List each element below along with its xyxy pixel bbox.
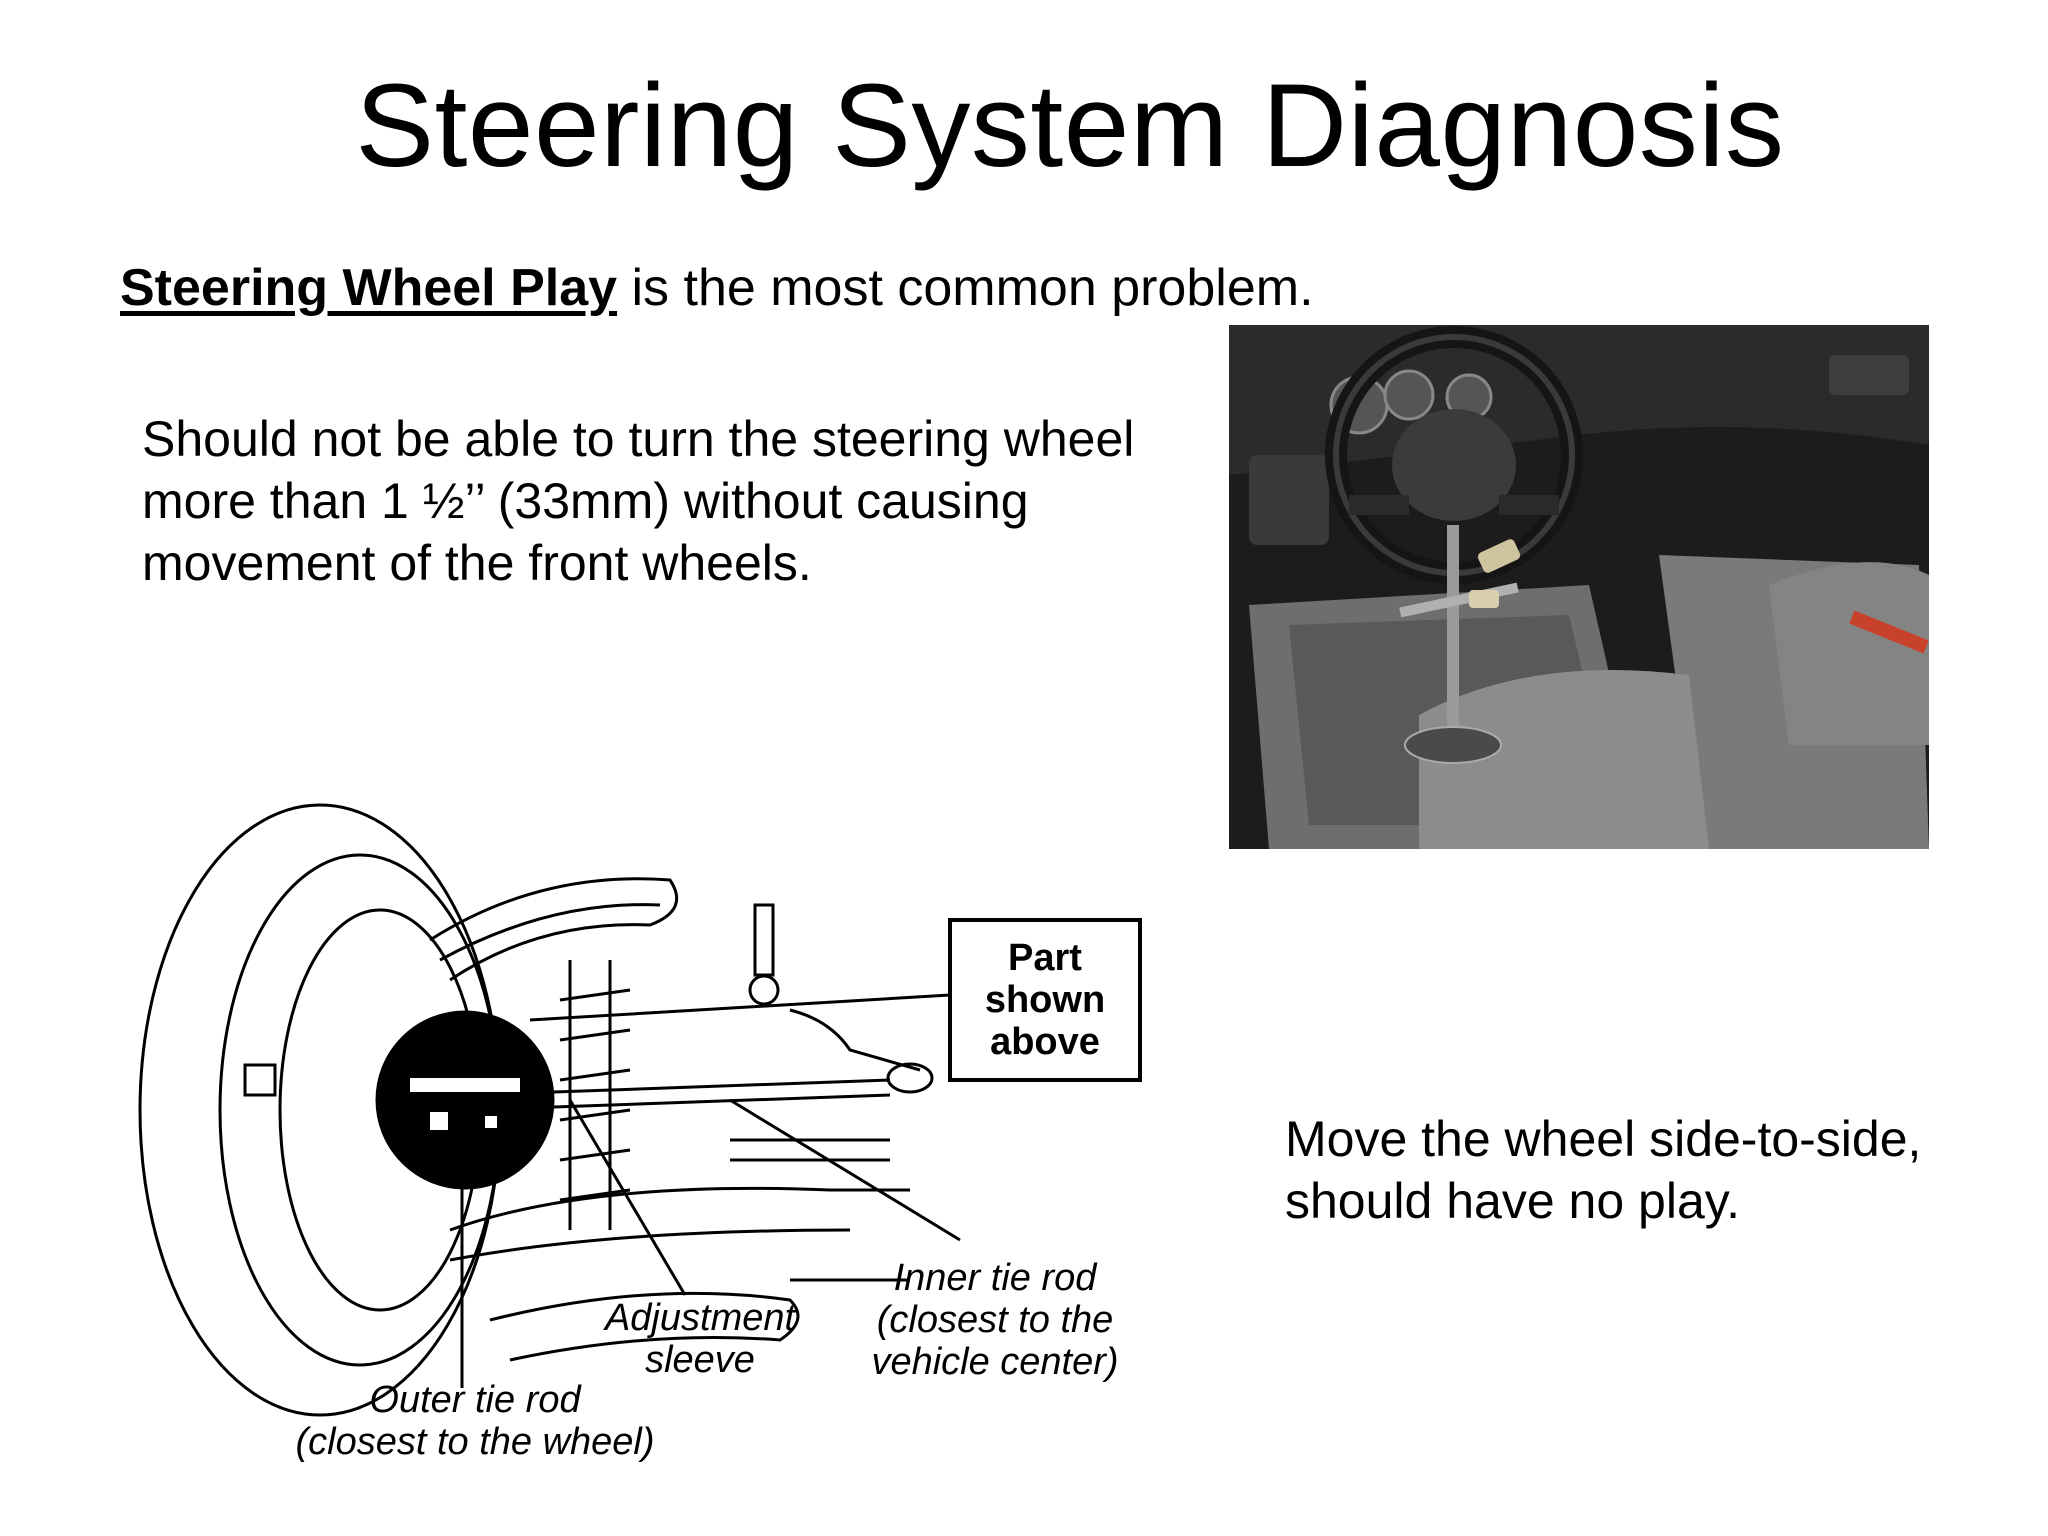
subtitle-term: Steering Wheel Play	[120, 259, 618, 317]
inner-tie-rod-label: vehicle center)	[871, 1341, 1118, 1383]
subtitle-rest: is the most common problem.	[617, 259, 1314, 317]
adjustment-sleeve-label: Adjustment	[603, 1297, 797, 1339]
steering-wheel-photo	[1229, 325, 1929, 849]
paragraph-line: Should not be able to turn the steering …	[142, 411, 1135, 467]
outer-tie-rod-label: (closest to the wheel)	[295, 1421, 654, 1463]
magnified-detail	[410, 1078, 520, 1130]
callout-line: Part	[1008, 937, 1082, 979]
tie-rod-diagram: Part shown above Adjustment sleeve Inner…	[138, 803, 1142, 1463]
slide-title: Steering System Diagnosis	[355, 60, 1785, 192]
outer-tie-rod-label: Outer tie rod	[369, 1379, 582, 1421]
callout-line: above	[990, 1021, 1100, 1063]
adjustment-sleeve-label: sleeve	[645, 1339, 755, 1381]
note-line: should have no play.	[1285, 1173, 1740, 1229]
leader-lines	[460, 993, 961, 1388]
wheel-drawing	[138, 803, 934, 1417]
paragraph-line: movement of the front wheels.	[142, 535, 812, 591]
inner-tie-rod-label: Inner tie rod	[894, 1257, 1099, 1299]
note-line: Move the wheel side-to-side,	[1285, 1111, 1922, 1167]
subtitle: Steering Wheel Play is the most common p…	[120, 258, 1314, 318]
callout-line: shown	[985, 979, 1105, 1021]
inner-tie-rod-label: (closest to the	[877, 1299, 1114, 1341]
note-text: Move the wheel side-to-side, should have…	[1285, 1108, 1985, 1232]
callout-box	[948, 918, 1142, 1082]
magnified-area	[375, 1010, 555, 1190]
paragraph-line: more than 1 ½’’ (33mm) without causing	[142, 473, 1029, 529]
description-paragraph: Should not be able to turn the steering …	[142, 408, 1202, 594]
